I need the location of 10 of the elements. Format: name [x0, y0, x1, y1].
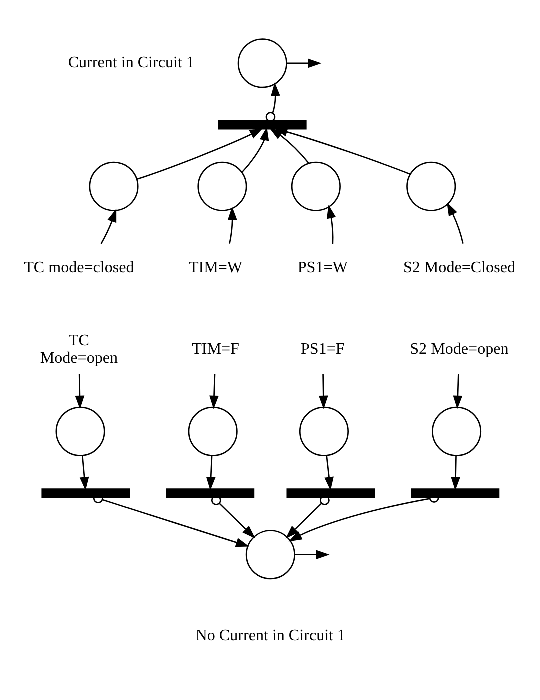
- node-label: No Current in Circuit 1: [196, 628, 346, 645]
- node-text: S2 Mode=open: [410, 341, 509, 358]
- node-text: TIM=F: [192, 341, 240, 358]
- node-text: TC mode=closed: [24, 259, 134, 276]
- node-text: TC Mode=open: [40, 332, 118, 367]
- node-text: TIM=W: [188, 259, 243, 276]
- node-text: S2 Mode=Closed: [403, 259, 516, 276]
- node-label: Current in Circuit 1: [68, 54, 194, 72]
- node-text: PS1=W: [298, 259, 348, 276]
- node-text: PS1=F: [300, 341, 345, 358]
